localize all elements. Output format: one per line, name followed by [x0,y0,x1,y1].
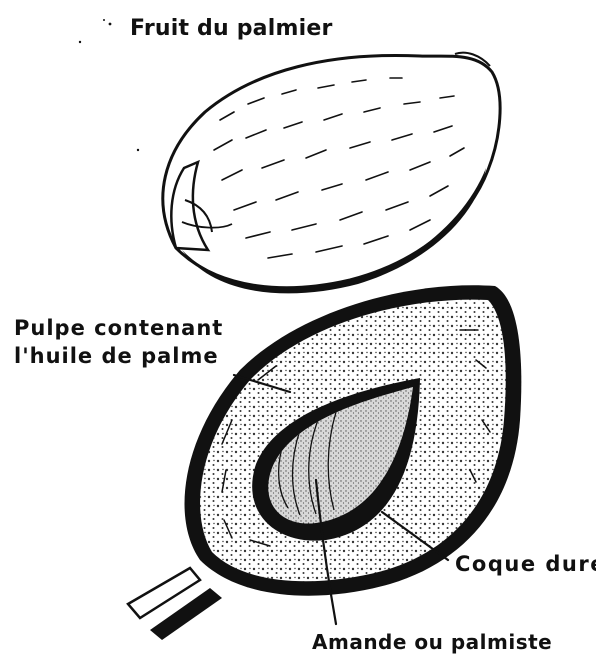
pulp-label-line1: Pulpe contenant [14,318,223,339]
shell-label: Coque dure [455,554,596,575]
kernel-label: Amande ou palmiste [312,632,552,652]
pulp-label-line2: l'huile de palme [14,346,219,367]
whole-palm-fruit [163,53,500,294]
diagram-title: Fruit du palmier [130,18,333,40]
